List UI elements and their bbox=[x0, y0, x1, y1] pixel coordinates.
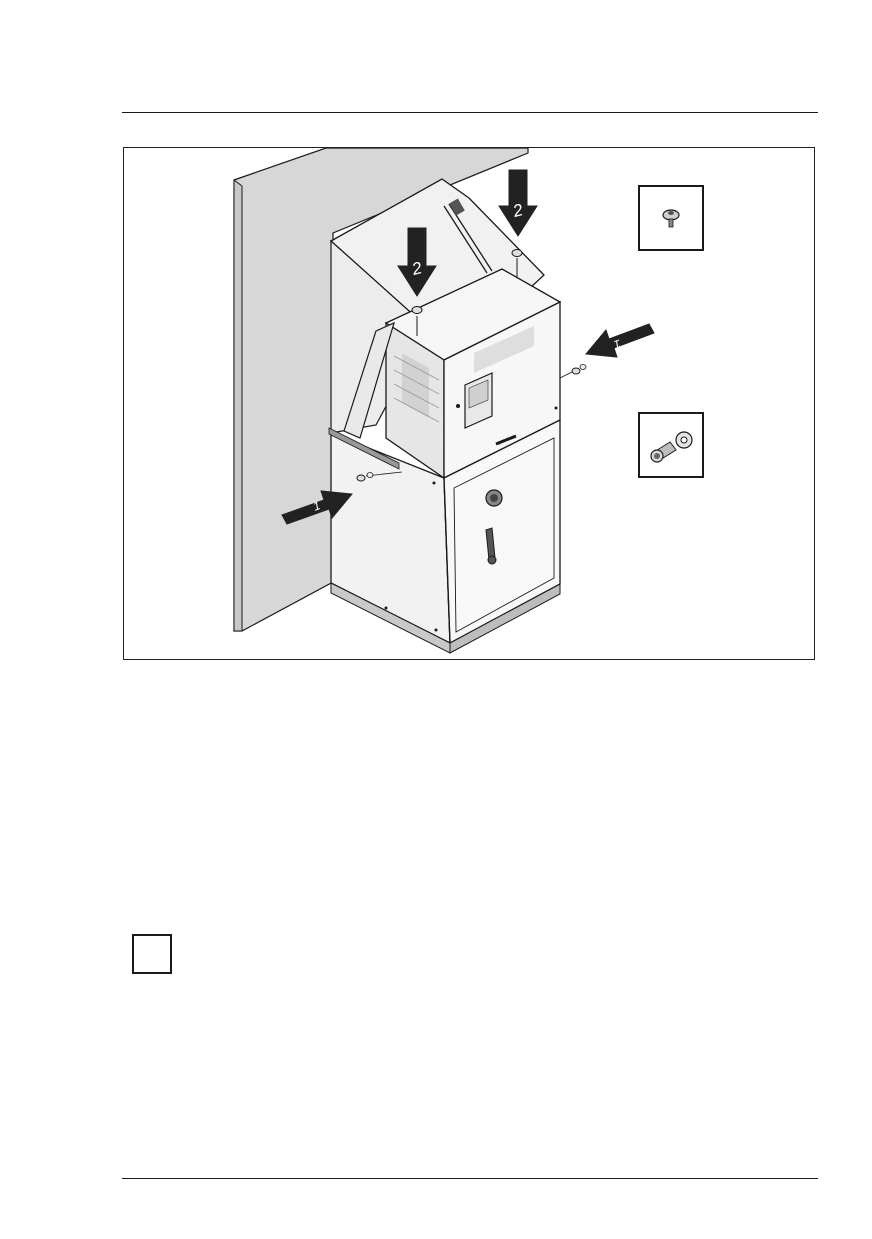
tool-box-hex bbox=[638, 412, 704, 478]
callout-one-right: 1 bbox=[612, 337, 623, 352]
callout-one-left: 1 bbox=[311, 498, 322, 513]
wall-front-edge bbox=[233, 179, 243, 632]
installation-figure: 2 2 1 1 bbox=[123, 147, 815, 660]
vent-grille bbox=[474, 326, 534, 373]
hood-screw-right bbox=[511, 249, 523, 278]
arrow-step-two-left bbox=[397, 227, 437, 297]
arrow-step-one-right bbox=[585, 323, 655, 358]
hex-socket-bolt-icon bbox=[650, 431, 693, 463]
cabinet-illustration: 2 2 1 1 bbox=[233, 148, 655, 654]
arrow-step-two-right bbox=[498, 169, 538, 237]
arrow-step-one-left bbox=[281, 490, 353, 525]
footer-rule bbox=[122, 1178, 818, 1179]
side-bolt-right bbox=[559, 364, 587, 379]
guide-rail bbox=[328, 427, 400, 470]
torx-screw-icon bbox=[662, 209, 680, 228]
side-flap bbox=[343, 321, 395, 439]
tool-box-torx bbox=[638, 185, 704, 251]
note-symbol-box bbox=[132, 934, 172, 974]
header-rule bbox=[122, 112, 818, 113]
side-bolt-left bbox=[356, 471, 403, 482]
hood-screw-left bbox=[411, 306, 423, 336]
